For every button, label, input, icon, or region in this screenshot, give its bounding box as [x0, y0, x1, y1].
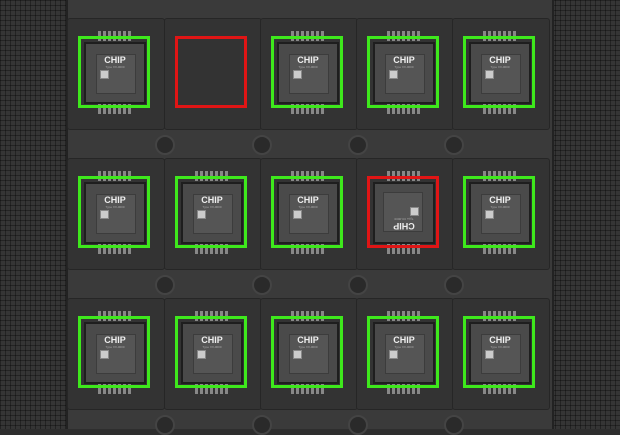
- tray-edge-right: [550, 0, 620, 429]
- qr-code-icon: [293, 210, 302, 219]
- chip-leads-bottom: [195, 384, 229, 394]
- chip-leads-bottom: [291, 244, 325, 254]
- chip-sublabel: Type XX-0000: [394, 65, 414, 69]
- chip-label: CHIP: [201, 195, 223, 205]
- chip-leads-bottom: [483, 384, 517, 394]
- qr-code-icon: [100, 210, 109, 219]
- chip-leads-bottom: [483, 244, 517, 254]
- tray-hole: [252, 275, 272, 295]
- chip-die: [96, 54, 136, 94]
- detection-box-pass: [175, 316, 247, 388]
- detection-box-pass: [463, 36, 535, 108]
- detection-box-pass: [271, 176, 343, 248]
- chip-sublabel: Type XX-0000: [490, 345, 510, 349]
- tray-hole: [252, 135, 272, 155]
- qr-code-icon: [100, 350, 109, 359]
- chip-leads-bottom: [98, 384, 132, 394]
- chip-label: CHIP: [104, 195, 126, 205]
- detection-box-pass: [367, 36, 439, 108]
- chip-label: CHIP: [297, 55, 319, 65]
- qr-code-icon: [389, 350, 398, 359]
- chip-leads-bottom: [98, 244, 132, 254]
- detection-box-pass: [367, 316, 439, 388]
- chip-sublabel: Type XX-0000: [202, 205, 222, 209]
- chip-sublabel: Type XX-0000: [105, 65, 125, 69]
- chip-label: CHIP: [489, 55, 511, 65]
- detection-box-pass: [78, 316, 150, 388]
- tray-hole: [155, 415, 175, 435]
- chip-label: CHIP: [489, 335, 511, 345]
- chip-sublabel: Type XX-0000: [394, 345, 414, 349]
- chip-label: CHIP: [489, 195, 511, 205]
- chip-sublabel: Type XX-0000: [105, 205, 125, 209]
- chip-die: [385, 334, 425, 374]
- tray-hole: [348, 275, 368, 295]
- chip-leads-bottom: [387, 244, 421, 254]
- qr-code-icon: [389, 70, 398, 79]
- detection-box-pass: [463, 176, 535, 248]
- chip-leads-bottom: [291, 104, 325, 114]
- chip-sublabel: Type XX-0000: [298, 65, 318, 69]
- tray-edge-left: [0, 0, 70, 429]
- tray-hole: [252, 415, 272, 435]
- chip-sublabel: Type XX-0000: [490, 65, 510, 69]
- chip-label: CHIP: [104, 335, 126, 345]
- chip-label: CHIP: [393, 335, 415, 345]
- chip-sublabel: Type XX-0000: [202, 345, 222, 349]
- qr-code-icon: [293, 350, 302, 359]
- tray-hole: [155, 275, 175, 295]
- chip-sublabel: Type XX-0000: [298, 205, 318, 209]
- chip-leads-bottom: [98, 104, 132, 114]
- qr-code-icon: [485, 350, 494, 359]
- chip-leads-bottom: [195, 244, 229, 254]
- detection-box-pass: [175, 176, 247, 248]
- qr-code-icon: [197, 210, 206, 219]
- tray-hole: [348, 415, 368, 435]
- chip-leads-bottom: [387, 384, 421, 394]
- chip-label: CHIP: [201, 335, 223, 345]
- chip-sublabel: Type XX-0000: [105, 345, 125, 349]
- qr-code-icon: [485, 70, 494, 79]
- qr-code-icon: [293, 70, 302, 79]
- detection-box-fail: [367, 176, 439, 248]
- chip-leads-bottom: [387, 104, 421, 114]
- detection-box-pass: [271, 316, 343, 388]
- qr-code-icon: [485, 210, 494, 219]
- tray-hole: [348, 135, 368, 155]
- detection-box-pass: [78, 36, 150, 108]
- tray-hole: [155, 135, 175, 155]
- chip-label: CHIP: [104, 55, 126, 65]
- chip-leads-bottom: [483, 104, 517, 114]
- chip-sublabel: Type XX-0000: [490, 205, 510, 209]
- detection-box-fail: [175, 36, 247, 108]
- qr-code-icon: [100, 70, 109, 79]
- chip-label: CHIP: [393, 55, 415, 65]
- chip-leads-bottom: [291, 384, 325, 394]
- chip-label: CHIP: [297, 335, 319, 345]
- tray-hole: [444, 135, 464, 155]
- chip-label: CHIP: [297, 195, 319, 205]
- qr-code-icon: [197, 350, 206, 359]
- tray-hole: [444, 415, 464, 435]
- tray-hole: [444, 275, 464, 295]
- detection-box-pass: [463, 316, 535, 388]
- detection-box-pass: [271, 36, 343, 108]
- detection-box-pass: [78, 176, 150, 248]
- chip-sublabel: Type XX-0000: [298, 345, 318, 349]
